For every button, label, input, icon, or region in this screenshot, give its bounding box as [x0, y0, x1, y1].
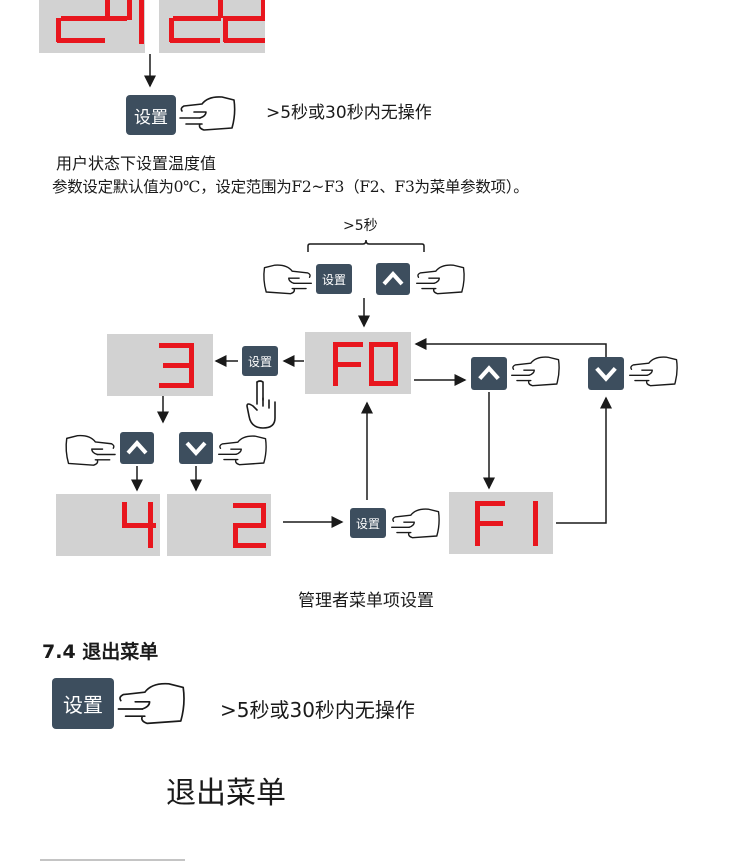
down-arrow-icon — [185, 441, 207, 456]
admin-set-button[interactable]: 设置 — [316, 264, 352, 294]
down-arrow-icon — [595, 366, 617, 382]
pointing-hand-icon — [391, 508, 440, 539]
pointing-hand-icon — [246, 380, 276, 429]
f0-set-button[interactable]: 设置 — [242, 346, 278, 376]
admin-flow-caption: 管理者菜单项设置 — [298, 591, 434, 611]
pointing-hand-icon — [218, 435, 267, 466]
up-arrow-icon — [382, 271, 404, 286]
user-mode-title: 用户状态下设置温度值 — [56, 154, 217, 173]
set-button[interactable]: 设置 — [126, 95, 176, 135]
value-up-button[interactable] — [120, 432, 154, 464]
pointing-hand-icon — [416, 264, 465, 295]
user-mode-description: 参数设定默认值为0℃，设定范围为F2~F3（F2、F3为菜单参数项）。 — [52, 178, 529, 196]
exit-result: 退出菜单 — [166, 776, 286, 811]
lcd-display-f1 — [449, 492, 553, 554]
lcd-display-value — [107, 334, 213, 396]
up-arrow-icon — [126, 440, 148, 455]
pointing-hand-icon — [117, 682, 185, 725]
value-down-button[interactable] — [179, 432, 213, 464]
pointing-hand-icon — [629, 356, 678, 387]
menu-up-button[interactable] — [471, 357, 507, 390]
menu-down-button[interactable] — [588, 357, 624, 390]
exit-condition: >5秒或30秒内无操作 — [220, 698, 415, 722]
lcd-display-current — [39, 0, 145, 53]
pointing-hand-icon — [263, 264, 312, 295]
confirm-set-button[interactable]: 设置 — [350, 508, 386, 538]
lcd-display-setpoint — [159, 0, 265, 53]
lcd-display-f0 — [305, 332, 411, 394]
lcd-display-down-value — [167, 494, 271, 556]
pointing-hand-icon — [65, 434, 116, 466]
pointing-hand-icon — [511, 356, 560, 387]
up-arrow-icon — [478, 365, 500, 381]
lcd-display-up-value — [56, 494, 160, 556]
pointing-hand-icon — [179, 96, 236, 131]
up-button[interactable] — [376, 263, 410, 295]
hold-duration-label: >5秒 — [343, 218, 378, 234]
section-heading: 7.4 退出菜单 — [42, 641, 159, 663]
exit-set-button[interactable]: 设置 — [52, 678, 114, 729]
step1-condition: >5秒或30秒内无操作 — [266, 103, 432, 123]
